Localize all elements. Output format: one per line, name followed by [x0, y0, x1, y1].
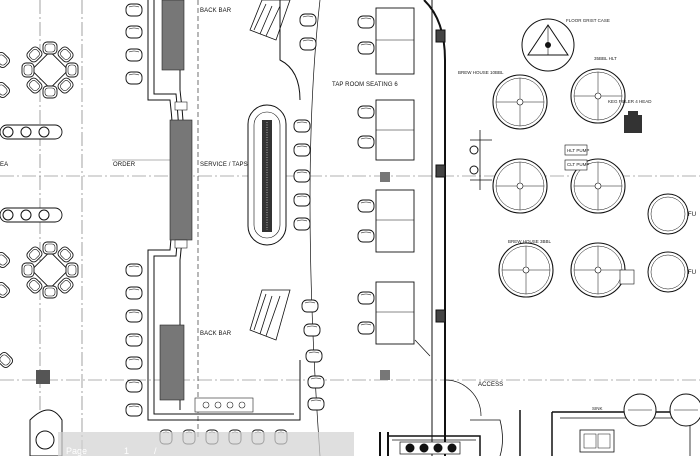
page-number[interactable]: 1: [124, 446, 130, 456]
label-clt-pump: CLT PUMP: [567, 162, 589, 167]
label-order: ORDER: [113, 162, 136, 168]
page-label: Page: [66, 446, 88, 456]
plan-labels: BACK BAR BACK BAR SERVICE / TAPS TAP ROO…: [0, 8, 696, 411]
label-fu-1: FU: [688, 212, 696, 218]
left-seating: [0, 42, 78, 456]
label-access: ACCESS: [478, 382, 503, 388]
bar-equipment: [159, 0, 254, 413]
page-navigator[interactable]: Page 1 /: [58, 432, 354, 456]
label-service-taps: SERVICE / TAPS: [200, 162, 248, 168]
label-back-bar-top: BACK BAR: [200, 8, 232, 14]
label-hlt: 35BBL HLT: [594, 56, 617, 61]
back-bar-fixtures: [249, 0, 291, 341]
brew-house: [469, 18, 700, 453]
label-keg-filler: KEG FILLER 4 HEAD: [608, 99, 652, 104]
label-tap-room-seating: TAP ROOM SEATING 6: [332, 82, 398, 88]
label-grist-case: FLOOR GRIST CASE: [566, 18, 610, 23]
label-fu-2: FU: [688, 270, 696, 276]
page-separator: /: [154, 446, 157, 456]
label-area-fragment: EA: [0, 162, 8, 168]
service-island: [247, 13, 325, 411]
label-brew-house-bottom: BREW HOUSE 3BBL: [508, 239, 552, 244]
tap-room-seating: [357, 7, 431, 380]
label-back-bar-bottom: BACK BAR: [200, 331, 232, 337]
label-brew-house-top: BREW HOUSE 10BBL: [458, 70, 504, 75]
label-sink: SINK: [592, 406, 603, 411]
label-hlt-pump: HLT PUMP: [567, 148, 589, 153]
